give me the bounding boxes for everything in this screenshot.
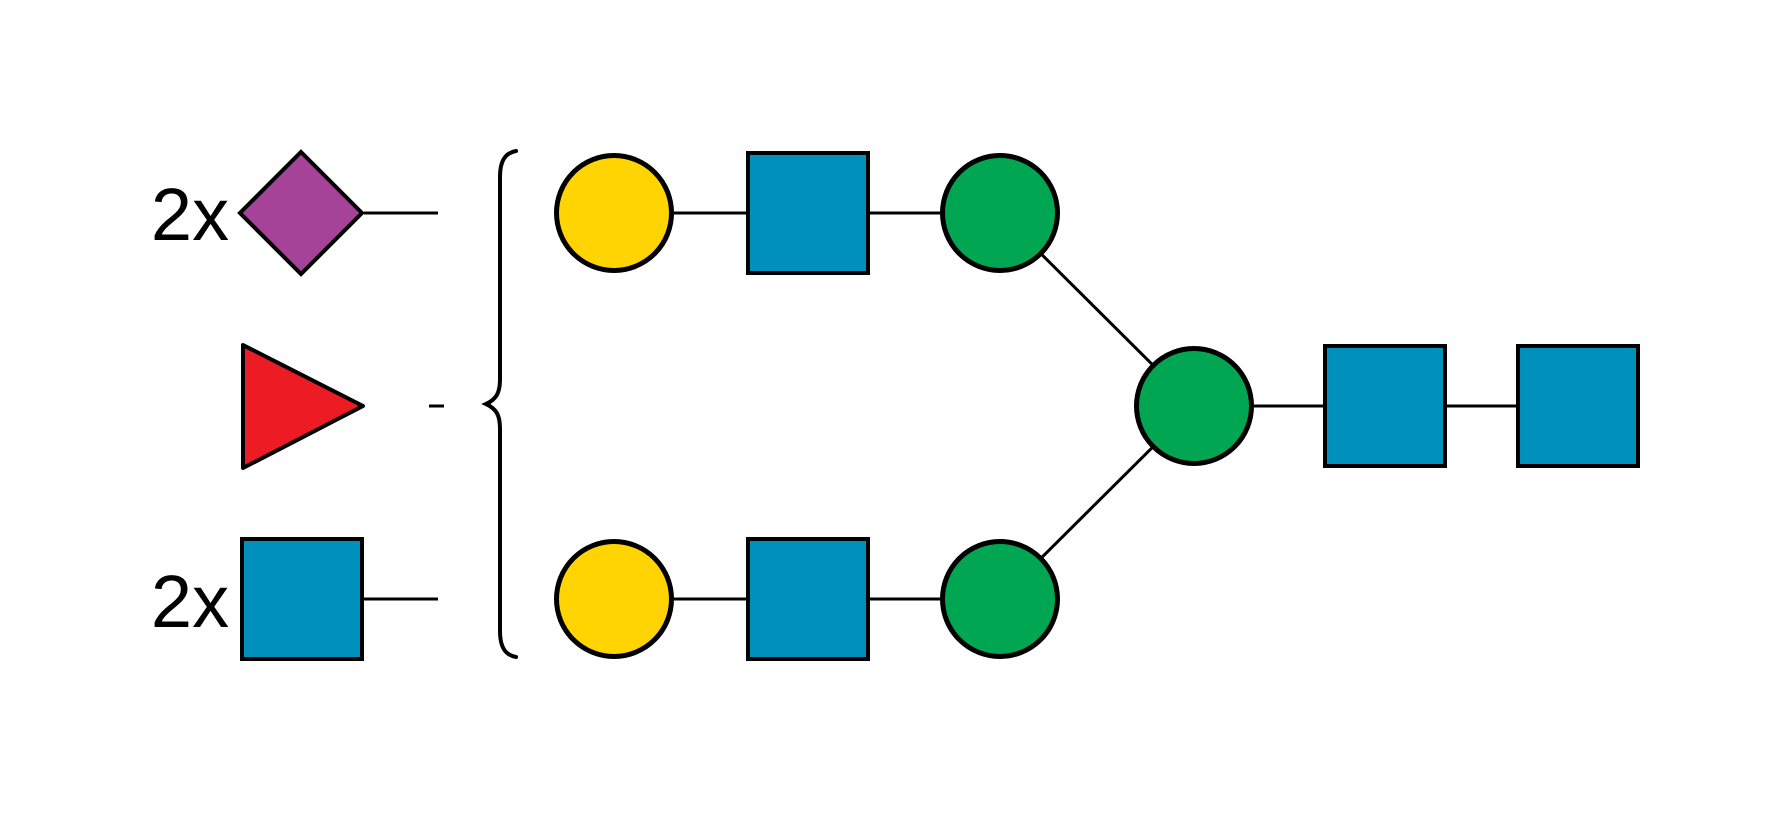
green-circle-node-bottom: [940, 539, 1060, 659]
yellow-circle-node-top: [554, 153, 674, 273]
blue-square-node-core-1: [1323, 344, 1447, 468]
red-triangle-node: [241, 343, 365, 470]
yellow-circle-node-bottom: [554, 539, 674, 659]
blue-square-node-top: [746, 151, 870, 275]
green-circle-node-top: [940, 153, 1060, 273]
blue-square-node-left: [240, 537, 364, 661]
top-multiplier-label: 2x: [151, 173, 229, 256]
left-curly-brace: [481, 149, 518, 659]
blue-square-node-core-2: [1516, 344, 1640, 468]
purple-diamond-node: [237, 149, 365, 277]
bottom-multiplier-label: 2x: [151, 560, 229, 643]
blue-square-node-bottom: [746, 537, 870, 661]
green-circle-node-core: [1134, 346, 1254, 466]
